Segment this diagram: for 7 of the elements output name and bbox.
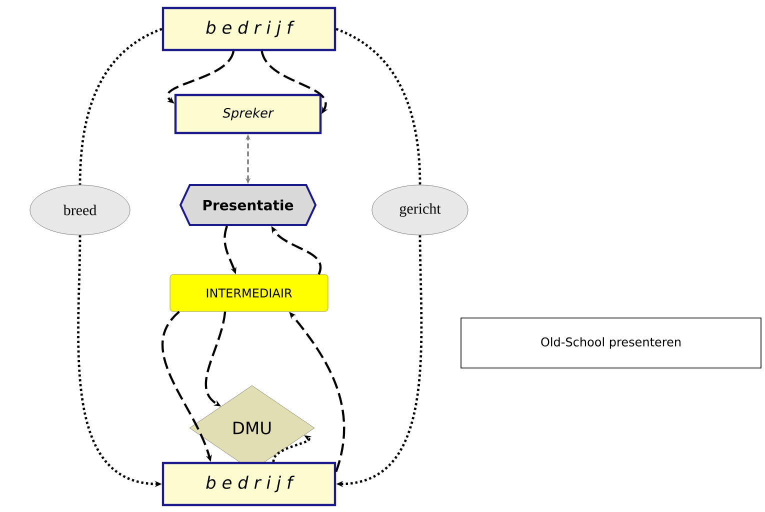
company-box: b e d r i j f: [162, 462, 336, 506]
presentation-hexagon: Presentatie: [179, 184, 317, 226]
intermediary-box: INTERMEDIAIR: [170, 274, 328, 312]
speaker-box: Spreker: [174, 94, 322, 134]
company-box: b e d r i j f: [162, 6, 336, 52]
arrow: [204, 312, 226, 406]
note-box: Old-School presenteren: [460, 318, 762, 368]
